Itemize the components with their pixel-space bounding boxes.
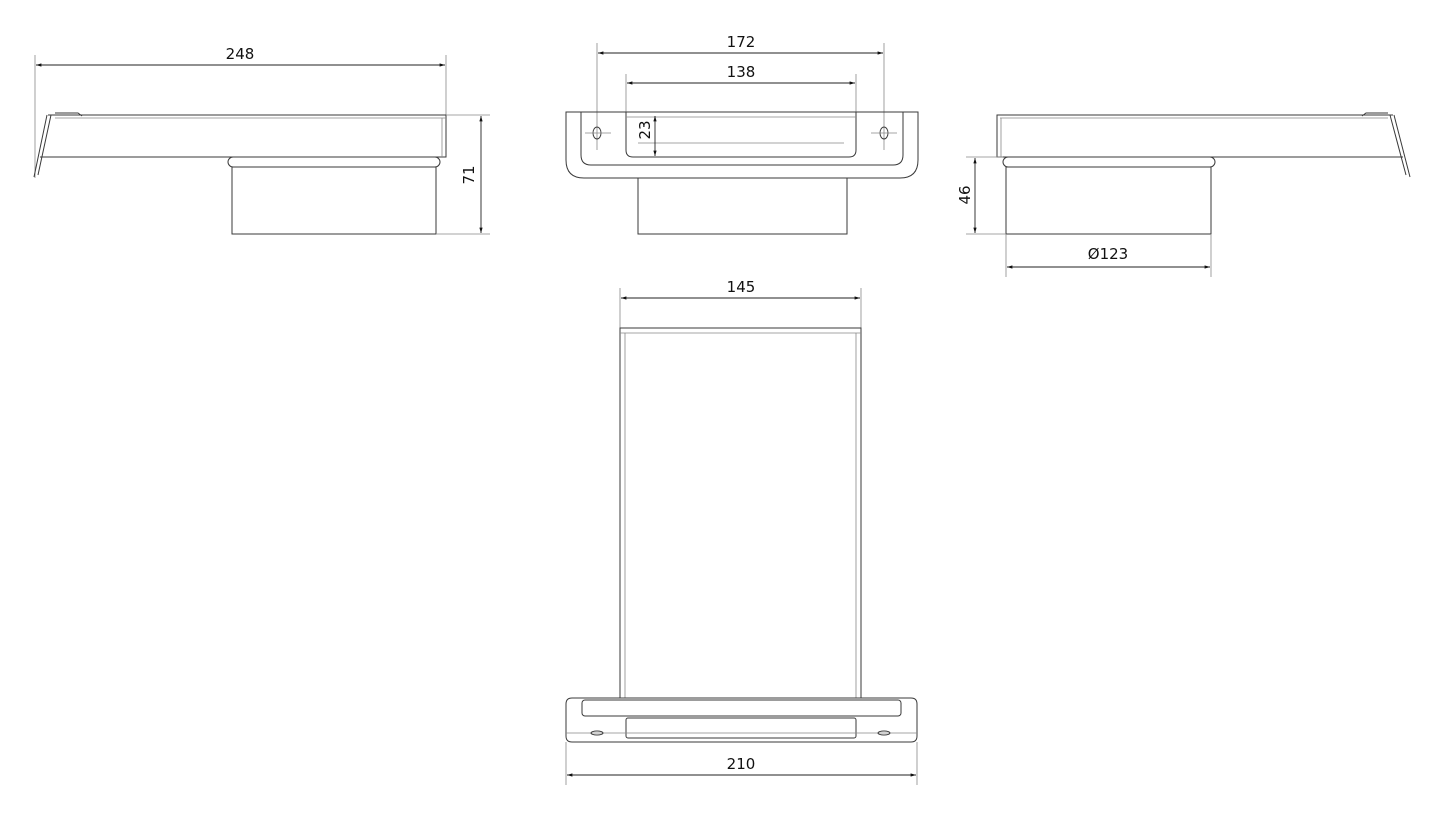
dimension-label-23: 23: [636, 120, 654, 139]
dimension-label-248: 248: [226, 45, 255, 63]
dimension-label-71: 71: [460, 165, 478, 184]
side-view-left: 248 71: [33, 45, 490, 235]
dimension-label-145: 145: [727, 278, 756, 296]
dimension-label-210: 210: [727, 755, 756, 773]
front-view: 172 138 23: [565, 33, 919, 235]
dimension-label-46: 46: [956, 185, 974, 204]
dimension-label-172: 172: [727, 33, 756, 51]
mounting-hole: [877, 730, 891, 736]
side-view-right: 46 Ø123: [956, 112, 1411, 277]
dimension-label-diameter-123: Ø123: [1088, 245, 1128, 263]
dimension-label-138: 138: [727, 63, 756, 81]
mounting-hole: [590, 730, 604, 736]
top-view: 145 210: [565, 278, 918, 785]
